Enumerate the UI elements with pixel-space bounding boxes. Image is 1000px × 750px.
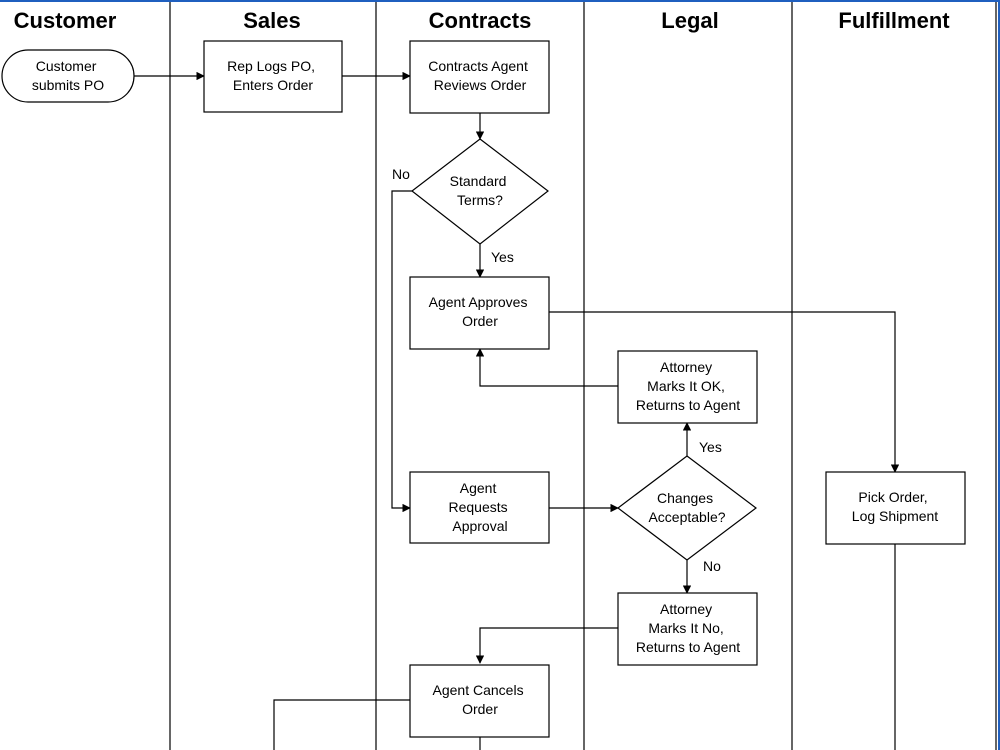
lane-title-contracts: Contracts	[429, 8, 532, 33]
node-label-line: Marks It OK,	[647, 378, 725, 394]
process-shape	[409, 40, 550, 114]
node-label-line: Rep Logs PO,	[227, 58, 315, 74]
edges	[134, 71, 900, 750]
process-shape	[409, 471, 550, 544]
node-label-line: Reviews Order	[434, 77, 527, 93]
node-label-line: Enters Order	[233, 77, 313, 93]
node-label: Customer submits PO	[32, 58, 104, 93]
node-label-line: Customer	[36, 58, 97, 74]
node-attorney-ok: Attorney Marks It OK, Returns to Agent	[617, 350, 758, 424]
node-label-line: Standard	[450, 173, 507, 189]
node-label-line: Contracts Agent	[428, 58, 528, 74]
process-shape	[203, 40, 343, 113]
node-pick-order: Pick Order, Log Shipment	[825, 471, 966, 545]
terminator-shape	[1, 49, 135, 103]
edge-cancel-continuation-left	[273, 699, 410, 750]
node-agent-requests: Agent Requests Approval	[409, 471, 550, 544]
node-label: Pick Order, Log Shipment	[852, 489, 939, 524]
node-label-line: Order	[462, 701, 498, 717]
node-customer-submits-po: Customer submits PO	[1, 49, 135, 103]
node-label-line: Returns to Agent	[636, 397, 740, 413]
node-label-line: Agent Approves	[429, 294, 528, 310]
decision-shape	[617, 455, 757, 561]
node-label: Agent Approves Order	[429, 294, 532, 329]
edge-attorney-ok-to-approve	[475, 348, 618, 387]
node-label-line: Terms?	[457, 192, 503, 208]
node-label: Standard Terms?	[450, 173, 511, 208]
node-label-line: Returns to Agent	[636, 639, 740, 655]
node-label-line: Acceptable?	[648, 509, 725, 525]
process-shape	[825, 471, 966, 545]
node-label-line: Approval	[452, 518, 507, 534]
process-shape	[617, 350, 758, 424]
node-label: Agent Requests Approval	[448, 480, 511, 534]
lane-title-sales: Sales	[243, 8, 301, 33]
node-attorney-no: Attorney Marks It No, Returns to Agent	[617, 592, 758, 666]
node-agent-cancels: Agent Cancels Order	[409, 664, 550, 738]
node-standard-terms: Standard Terms?	[411, 138, 549, 245]
edge-label-no-changes: No	[703, 558, 721, 574]
edge-label-no-standard: No	[392, 166, 410, 182]
process-shape	[409, 664, 550, 738]
node-label-line: Order	[462, 313, 498, 329]
node-label-line: Pick Order,	[858, 489, 927, 505]
node-label-line: Marks It No,	[648, 620, 723, 636]
node-label-line: Attorney	[660, 601, 712, 617]
process-shape	[409, 276, 550, 350]
lane-title-fulfillment: Fulfillment	[838, 8, 950, 33]
node-label-line: Log Shipment	[852, 508, 939, 524]
edge-approve-to-pick	[549, 311, 900, 473]
node-label-line: Changes	[657, 490, 713, 506]
node-contracts-agent-reviews: Contracts Agent Reviews Order	[409, 40, 550, 114]
node-label-line: Attorney	[660, 359, 712, 375]
node-label-line: Agent Cancels	[433, 682, 524, 698]
node-label: Rep Logs PO, Enters Order	[227, 58, 319, 93]
lane-title-legal: Legal	[661, 8, 718, 33]
node-label: Attorney Marks It No, Returns to Agent	[636, 601, 740, 655]
edge-attorney-no-to-cancel	[475, 627, 618, 664]
node-rep-logs-po: Rep Logs PO, Enters Order	[203, 40, 343, 113]
node-label: Contracts Agent Reviews Order	[428, 58, 532, 93]
node-changes-acceptable: Changes Acceptable?	[617, 455, 757, 561]
edge-standard-no-to-request	[391, 190, 412, 513]
lane-title-customer: Customer	[14, 8, 117, 33]
node-label: Changes Acceptable?	[648, 490, 725, 525]
edge-label-yes-changes: Yes	[699, 439, 722, 455]
node-agent-approves: Agent Approves Order	[409, 276, 550, 350]
node-label-line: submits PO	[32, 77, 104, 93]
node-label: Attorney Marks It OK, Returns to Agent	[636, 359, 740, 413]
process-shape	[617, 592, 758, 666]
node-label-line: Requests	[448, 499, 507, 515]
node-label-line: Agent	[460, 480, 497, 496]
edge-label-yes-standard: Yes	[491, 249, 514, 265]
node-label: Agent Cancels Order	[433, 682, 528, 717]
decision-shape	[411, 138, 549, 245]
